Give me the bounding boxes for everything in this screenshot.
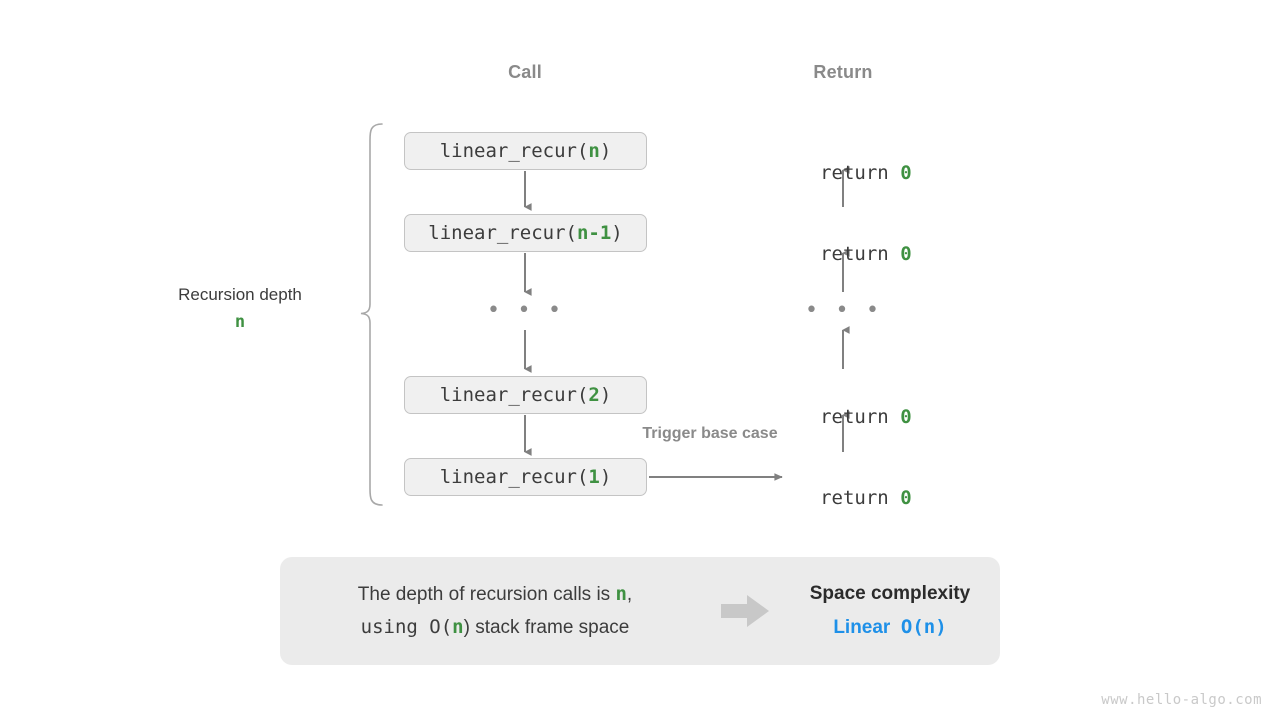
return-value: 0 bbox=[900, 487, 912, 509]
call-box-argument: n bbox=[588, 140, 600, 162]
call-box-suffix: ) bbox=[611, 222, 623, 244]
summary-line2-part1: using O( bbox=[360, 616, 453, 638]
call-box[interactable]: linear_recur(n-1) bbox=[404, 214, 647, 252]
call-box-suffix: ) bbox=[599, 466, 612, 488]
recursion-depth-brace bbox=[360, 123, 383, 506]
call-column-header: Call bbox=[508, 62, 542, 82]
complexity-value: Linear O(n) bbox=[780, 611, 1000, 644]
call-box-argument: 1 bbox=[588, 466, 600, 488]
return-value: 0 bbox=[900, 243, 912, 265]
recursion-depth-label: Recursion depth n bbox=[120, 284, 360, 334]
complexity-notation: O(n) bbox=[900, 615, 947, 638]
call-box-argument: n-1 bbox=[576, 222, 612, 244]
summary-result: Space complexity Linear O(n) bbox=[780, 578, 1000, 644]
call-ellipsis: • • • bbox=[486, 298, 564, 323]
return-keyword: return bbox=[820, 487, 901, 509]
recursion-depth-text: Recursion depth bbox=[178, 285, 302, 304]
call-box-prefix: linear_recur( bbox=[439, 466, 589, 488]
call-box[interactable]: linear_recur(1) bbox=[404, 458, 647, 496]
return-keyword: return bbox=[820, 162, 901, 184]
call-box-prefix: linear_recur( bbox=[439, 140, 589, 162]
return-keyword: return bbox=[820, 243, 901, 265]
call-box-prefix: linear_recur( bbox=[428, 222, 577, 244]
return-value: 0 bbox=[900, 406, 912, 428]
return-statement: return 0 bbox=[743, 140, 943, 206]
summary-panel: The depth of recursion calls is n, using… bbox=[280, 557, 1000, 665]
summary-line2-variable: n bbox=[452, 616, 464, 638]
watermark: www.hello-algo.com bbox=[1101, 692, 1262, 708]
call-box-suffix: ) bbox=[599, 140, 612, 162]
summary-line2-part2: ) stack frame space bbox=[463, 617, 630, 638]
recursion-depth-variable: n bbox=[234, 311, 246, 332]
summary-block-arrow bbox=[710, 593, 780, 629]
call-box[interactable]: linear_recur(2) bbox=[404, 376, 647, 414]
summary-line1-part2: , bbox=[626, 583, 633, 605]
return-ellipsis: • • • bbox=[804, 298, 882, 323]
call-box[interactable]: linear_recur(n) bbox=[404, 132, 647, 170]
return-keyword: return bbox=[820, 406, 901, 428]
return-value: 0 bbox=[900, 162, 912, 184]
complexity-word: Linear bbox=[833, 616, 891, 638]
trigger-base-case-label: Trigger base case bbox=[642, 425, 778, 442]
right-block-arrow-icon bbox=[721, 595, 769, 627]
complexity-title: Space complexity bbox=[809, 583, 971, 605]
return-column-header: Return bbox=[813, 62, 873, 82]
call-box-suffix: ) bbox=[599, 384, 612, 406]
summary-line1-variable: n bbox=[615, 582, 627, 605]
return-statement: return 0 bbox=[743, 221, 943, 287]
call-box-argument: 2 bbox=[588, 384, 600, 406]
return-statement: return 0 bbox=[743, 384, 943, 450]
summary-description: The depth of recursion calls is n, using… bbox=[280, 578, 710, 645]
summary-line1-part1: The depth of recursion calls is bbox=[357, 583, 616, 605]
call-box-prefix: linear_recur( bbox=[439, 384, 589, 406]
return-statement: return 0 bbox=[743, 465, 943, 531]
